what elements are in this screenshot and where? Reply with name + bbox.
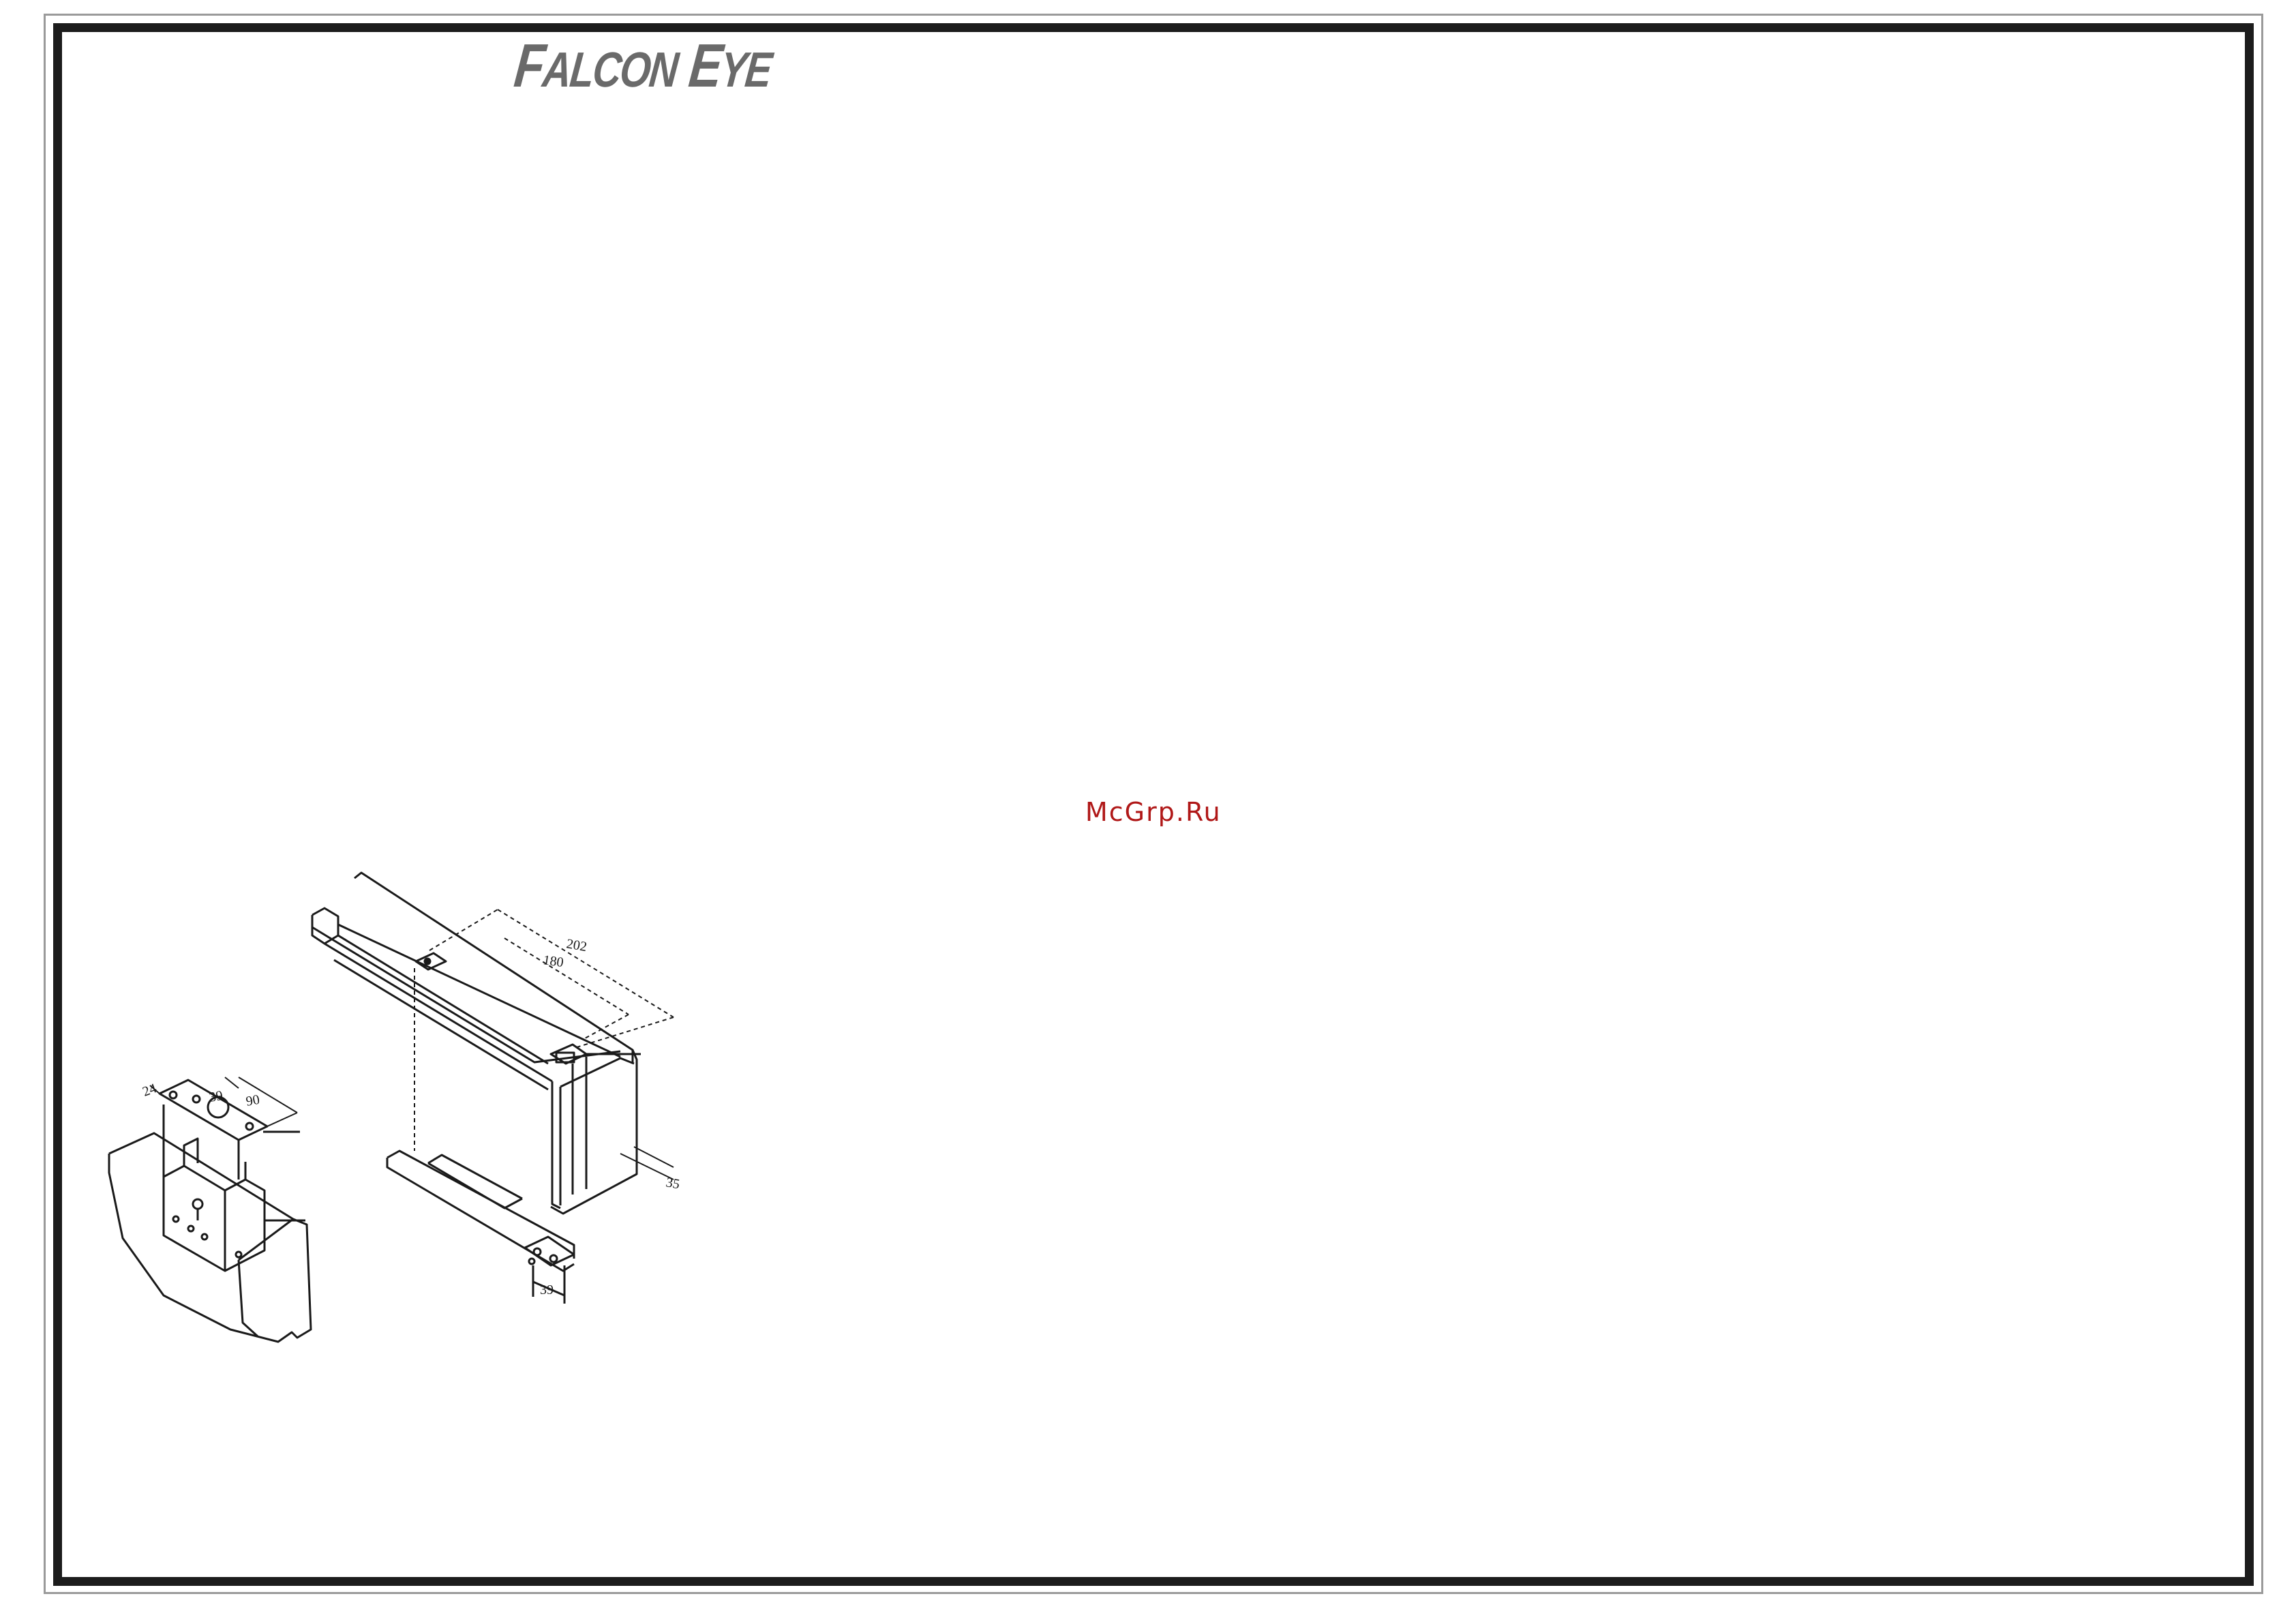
door-bracket	[109, 1077, 311, 1342]
dimension-202-label: 202	[565, 936, 588, 955]
dimension-90-label: 90	[245, 1092, 261, 1109]
dimension-lines-top	[414, 910, 674, 1185]
dimension-39-bottom-label: 39	[540, 1282, 554, 1297]
falcon-eye-logo: FALCON EYE	[512, 35, 774, 97]
lower-strike-plate	[387, 1151, 574, 1304]
technical-drawing-svg: 202 180 35 24 39 90 39	[95, 859, 723, 1364]
mounting-bracket-drawing: 202 180 35 24 39 90 39	[95, 859, 723, 1364]
dimension-180-label: 180	[542, 952, 564, 970]
dimension-39-top-label: 39	[208, 1088, 224, 1105]
dimension-35-label: 35	[665, 1175, 681, 1192]
watermark-text: McGrp.Ru	[1085, 799, 1222, 825]
dimension-24-label: 24	[140, 1081, 158, 1100]
dimension-35-lines	[620, 1147, 674, 1180]
